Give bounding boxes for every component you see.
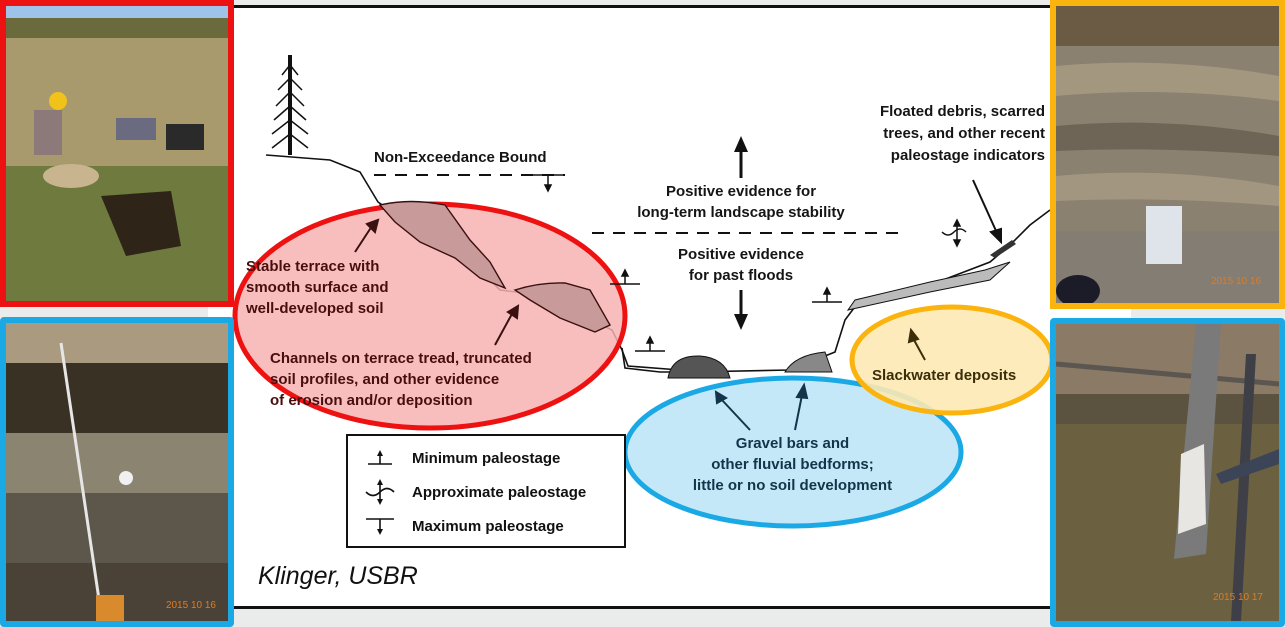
photo-date-stamp: 2015 10 16 <box>165 600 216 611</box>
gravel-bar <box>784 351 833 373</box>
gravel-label-line3: little or no soil development <box>692 477 893 494</box>
soil-profile-photo: 2015 10 16 <box>0 317 234 627</box>
floated-label-line2: trees, and other recent <box>883 125 1045 142</box>
gravel-label-line1: Gravel bars and <box>735 435 850 452</box>
channels-label-line1: Channels on terrace tread, truncated <box>270 350 532 367</box>
maximum-paleostage-symbol <box>532 174 565 193</box>
slackwater-highlight-yellow <box>849 304 1055 416</box>
stability-label-line2: long-term landscape stability <box>637 204 845 221</box>
terrace-deposit <box>513 282 611 333</box>
floods-label-line2: for past floods <box>688 267 794 284</box>
legend-item-minimum: Minimum paleostage <box>360 446 560 470</box>
floated-label-line1: Floated debris, scarred <box>879 103 1045 120</box>
gravel-bar <box>667 355 731 379</box>
floated-debris <box>990 240 1016 258</box>
arrow-down-floods <box>734 290 748 330</box>
floated-label-line3: paleostage indicators <box>890 147 1045 164</box>
stability-label-line1: Positive evidence for <box>665 183 817 200</box>
pointer-arrows <box>354 218 520 346</box>
pointer-arrows-blue <box>714 382 809 431</box>
minimum-paleostage-symbol <box>635 335 665 352</box>
field-pit-photo <box>0 0 234 307</box>
approximate-paleostage-symbol <box>941 218 967 248</box>
terrace-label-line3: well-developed soil <box>246 300 384 317</box>
non-exceedance-label: Non-Exceedance Bound <box>374 149 547 166</box>
legend-label: Maximum paleostage <box>412 517 564 535</box>
legend-label: Minimum paleostage <box>412 449 561 467</box>
legend-item-maximum: Maximum paleostage <box>360 514 564 538</box>
slackwater-layers <box>846 261 1011 311</box>
credit-text: Klinger, USBR <box>258 562 418 590</box>
legend-label: Approximate paleostage <box>412 483 587 501</box>
photo-date-stamp: 2015 10 16 <box>1210 276 1261 287</box>
gravel-label-line2: other fluvial bedforms; <box>711 456 874 473</box>
minimum-paleostage-icon <box>368 450 392 465</box>
floods-label-line1: Positive evidence <box>678 246 804 263</box>
pointer-arrow-yellow <box>907 327 926 361</box>
minimum-paleostage-symbol <box>610 268 640 285</box>
maximum-paleostage-icon <box>366 518 394 535</box>
minimum-paleostage-symbol <box>812 286 842 303</box>
pointer-arrow-floated <box>972 179 1002 245</box>
channels-label-line2: soil profiles, and other evidence <box>270 371 500 388</box>
legend-item-approximate: Approximate paleostage <box>360 479 587 505</box>
legend-box: Minimum paleostage Approximate paleostag… <box>346 434 626 548</box>
approximate-paleostage-icon <box>365 479 395 505</box>
arrow-up-stability <box>734 136 748 178</box>
photo-date-stamp: 2015 10 17 <box>1212 592 1263 603</box>
terrace-label-line1: Stable terrace with <box>246 258 380 275</box>
slackwater-label: Slackwater deposits <box>872 367 1017 384</box>
slackwater-exposure-photo: 2015 10 16 <box>1050 0 1285 309</box>
scarred-tree-photo: 2015 10 17 <box>1050 318 1285 627</box>
tree-icon <box>271 55 309 155</box>
channels-label-line3: of erosion and/or deposition <box>270 392 473 409</box>
terrace-label-line2: smooth surface and <box>246 279 389 296</box>
terrace-deposit <box>378 200 507 290</box>
